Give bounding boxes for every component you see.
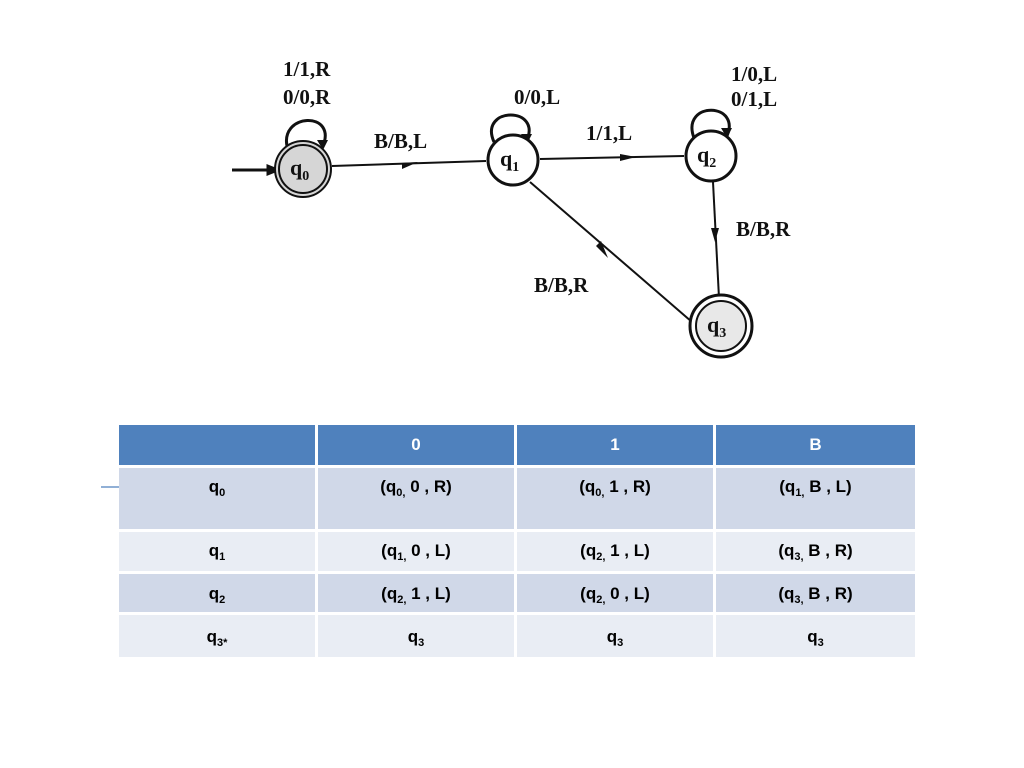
state-q0: q0 xyxy=(274,140,332,198)
state-q1: q1 xyxy=(486,133,540,187)
label-q2-loop-1: 1/0,L xyxy=(731,62,777,86)
table-cell: (q3, B , R) xyxy=(716,532,915,574)
header-symbol-1: 1 xyxy=(517,425,716,468)
table-cell: (q1, 0 , L) xyxy=(318,532,517,574)
table-cell: (q2, 0 , L) xyxy=(517,574,716,615)
label-q1-q2: 1/1,L xyxy=(586,121,632,145)
row-state: q2 xyxy=(119,574,318,615)
table-cell: (q0, 1 , R) xyxy=(517,468,716,532)
loop-q0 xyxy=(285,119,327,151)
table-cell: (q3, B , R) xyxy=(716,574,915,615)
state-q1-label: q1 xyxy=(500,146,519,175)
label-q0-loop-2: 0/0,R xyxy=(283,85,331,109)
edge-q1-q2 xyxy=(539,154,685,161)
label-q2-loop-2: 0/1,L xyxy=(731,87,777,111)
row-state: q0 xyxy=(119,468,318,532)
loop-q2 xyxy=(690,108,731,139)
table-cell: (q1, B , L) xyxy=(716,468,915,532)
table-row: q2 (q2, 1 , L) (q2, 0 , L) (q3, B , R) xyxy=(119,574,915,615)
table-cell: q3 xyxy=(517,615,716,657)
table-row: q1 (q1, 0 , L) (q2, 1 , L) (q3, B , R) xyxy=(119,532,915,574)
state-q0-label: q0 xyxy=(290,155,309,184)
table-cell: q3 xyxy=(318,615,517,657)
table-row: q3* q3 q3 q3 xyxy=(119,615,915,657)
state-q3: q3 xyxy=(688,293,754,359)
label-q0-q1: B/B,L xyxy=(374,129,427,153)
table-cell: (q2, 1 , L) xyxy=(318,574,517,615)
edge-q0-q1 xyxy=(331,160,487,169)
label-q1-q3: B/B,R xyxy=(534,273,589,297)
header-symbol-b: B xyxy=(716,425,915,468)
table-cell: q3 xyxy=(716,615,915,657)
row-state: q3* xyxy=(119,615,318,657)
table-cell: (q2, 1 , L) xyxy=(517,532,716,574)
label-q1-loop: 0/0,L xyxy=(514,85,560,109)
table-cell: (q0, 0 , R) xyxy=(318,468,517,532)
state-q3-label: q3 xyxy=(707,312,726,341)
transition-table: 0 1 B q0 (q0, 0 , R) (q0, 1 , R) (q1, B … xyxy=(119,425,915,657)
table-row: q0 (q0, 0 , R) (q0, 1 , R) (q1, B , L) xyxy=(119,468,915,532)
table-header-row: 0 1 B xyxy=(119,425,915,468)
label-q0-loop-1: 1/1,R xyxy=(283,57,331,81)
header-symbol-0: 0 xyxy=(318,425,517,468)
edge-q1-q3 xyxy=(529,181,693,323)
label-q2-q3: B/B,R xyxy=(736,217,791,241)
row-state: q1 xyxy=(119,532,318,574)
loop-q1 xyxy=(490,113,531,143)
state-q2-label: q2 xyxy=(697,142,716,171)
edge-q2-q3 xyxy=(711,181,720,299)
state-q2: q2 xyxy=(684,129,738,183)
turing-machine-diagram: q0 q1 q2 q3 1/1,R 0/0,R B/B,L 0/0,L 1/1,… xyxy=(232,57,791,359)
header-corner xyxy=(119,425,318,468)
